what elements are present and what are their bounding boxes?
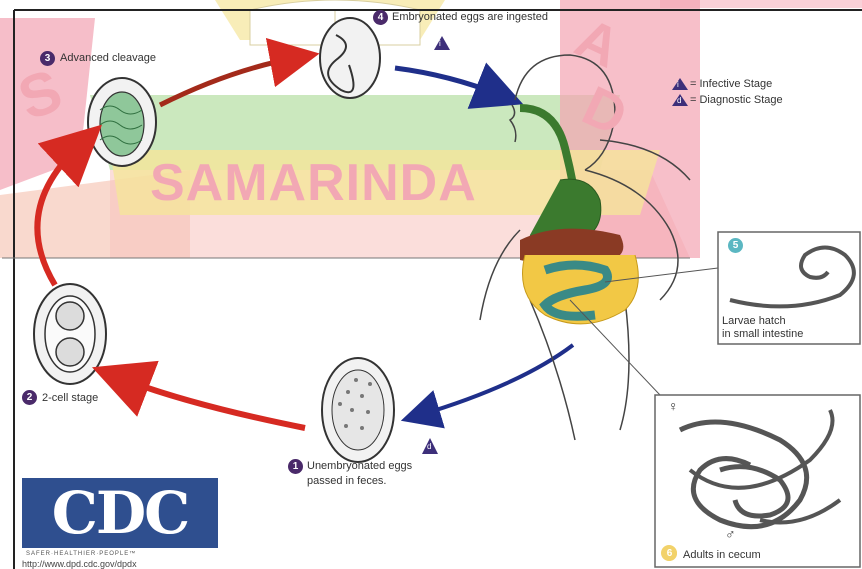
- stage2-label: 2-cell stage: [42, 392, 98, 404]
- stage5-label-line2: in small intestine: [722, 328, 803, 340]
- male-symbol: ♂: [725, 526, 736, 542]
- stage2-badge: 2: [22, 390, 37, 405]
- egg-stage4: [320, 18, 380, 98]
- cdc-tagline: SAFER·HEALTHIER·PEOPLE™: [26, 551, 136, 557]
- source-url: http://www.dpd.cdc.gov/dpdx: [22, 559, 137, 569]
- diagnostic-marker-letter: d: [427, 442, 431, 451]
- egg-stage2: [34, 284, 106, 384]
- egg-stage1: [322, 358, 394, 462]
- stage6-badge: 6: [662, 546, 677, 561]
- stage5-label-line1: Larvae hatch: [722, 315, 786, 327]
- legend-diagnostic-letter: d: [677, 96, 681, 105]
- legend-infective-letter: i: [677, 80, 679, 89]
- cdc-logo-text: CDC: [22, 478, 218, 548]
- stage1-label-line1: Unembryonated eggs: [307, 460, 412, 472]
- watermark-text: SAMARINDA: [150, 153, 477, 213]
- stage3-badge: 3: [40, 51, 55, 66]
- legend-diagnostic: = Diagnostic Stage: [690, 94, 783, 106]
- stage4-label: Embryonated eggs are ingested: [392, 11, 548, 23]
- stage3-label: Advanced cleavage: [60, 52, 156, 64]
- female-symbol: ♀: [668, 398, 679, 414]
- stage1-label-line2: passed in feces.: [307, 475, 387, 487]
- adults-inset: [655, 395, 860, 567]
- stage5-badge: 5: [728, 238, 743, 253]
- egg-stage3: [88, 78, 156, 166]
- infective-marker-letter: i: [439, 39, 441, 48]
- stage4-badge: 4: [373, 10, 388, 25]
- legend-infective: = Infective Stage: [690, 78, 772, 90]
- cdc-logo: CDC: [22, 478, 218, 548]
- stage1-badge: 1: [288, 459, 303, 474]
- stage6-label: Adults in cecum: [683, 549, 761, 561]
